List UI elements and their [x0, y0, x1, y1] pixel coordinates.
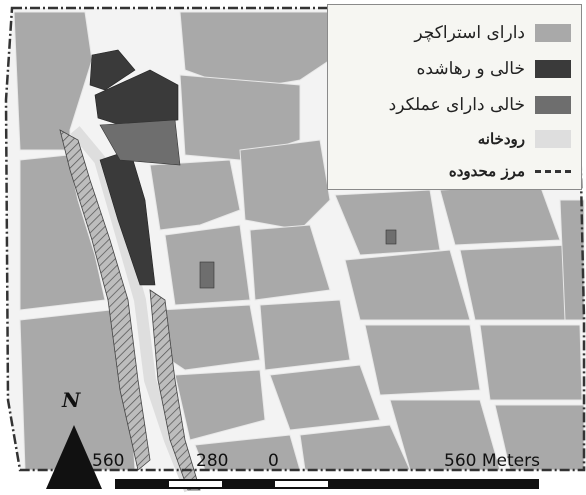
legend-label: مرز محدوده — [448, 162, 525, 180]
north-arrow-icon — [46, 425, 102, 489]
scale-label-560: 560 — [92, 451, 125, 471]
legend-item-boundary: مرز محدوده — [449, 157, 571, 185]
legend-label: دارای استراکچر — [414, 23, 525, 43]
scale-label-280: 280 — [196, 451, 229, 471]
legend-item-structure: دارای استراکچر — [414, 19, 571, 47]
legend-label: خالی دارای عملکرد — [388, 95, 525, 115]
legend-swatch-vacant-abandoned — [535, 60, 571, 78]
legend-swatch-boundary — [535, 162, 571, 180]
riverbank-east — [149, 289, 201, 491]
legend-item-river: رودخانه — [478, 125, 571, 153]
scale-label-meters: 560 Meters — [444, 451, 540, 471]
legend-item-vacant-abandoned: خالی و رهاشده — [417, 55, 571, 83]
scale-label-0: 0 — [268, 451, 279, 471]
legend-item-vacant-functional: خالی دارای عملکرد — [389, 91, 571, 119]
legend-label: رودخانه — [477, 130, 525, 148]
vacant-functional-parcels — [99, 119, 397, 289]
north-label: N — [62, 388, 81, 412]
legend-swatch-river — [535, 130, 571, 148]
legend-label: خالی و رهاشده — [416, 59, 525, 79]
vacant-abandoned-parcels — [89, 49, 179, 286]
legend: دارای استراکچر خالی و رهاشده خالی دارای … — [327, 4, 582, 190]
structure-blocks — [13, 11, 585, 471]
legend-swatch-vacant-functional — [535, 96, 571, 114]
riverbank-west — [59, 129, 151, 471]
scale-bar-segment — [275, 481, 328, 487]
scale-bar-segment — [169, 481, 222, 487]
legend-swatch-structure — [535, 24, 571, 42]
scale-bar — [115, 479, 539, 489]
